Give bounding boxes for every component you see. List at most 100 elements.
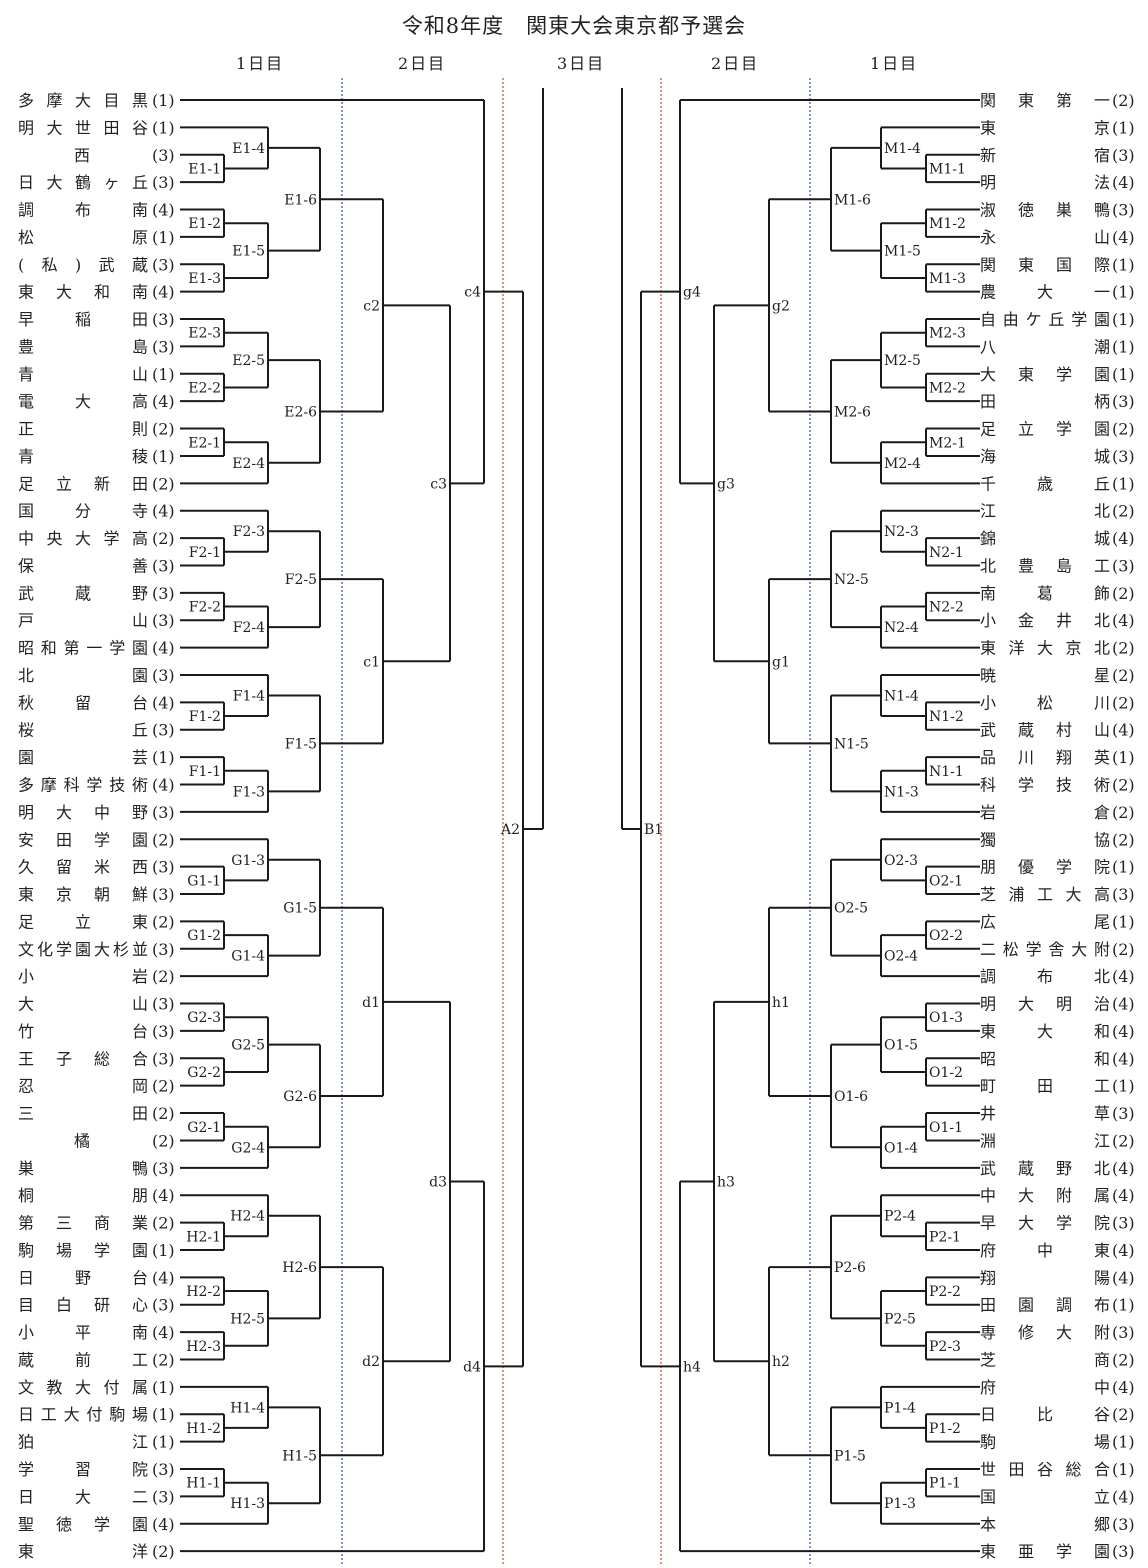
team-name: 目白研心 (18, 1296, 148, 1315)
team-entry: 橘(2) (74, 1131, 175, 1150)
team-entry: 日工大付駒場(1) (18, 1405, 175, 1424)
page-title: 令和8年度 関東大会東京都予選会 (401, 14, 747, 38)
match-label: M2-1 (929, 435, 966, 451)
match-label: P1-5 (834, 1448, 866, 1464)
day-header-right-day2: 2日目 (711, 54, 760, 73)
match-label: E2-5 (232, 353, 265, 369)
team-seed: (2) (1112, 830, 1135, 849)
team-name: 東洋大京北 (980, 639, 1110, 658)
team-entry: 青稜(1) (18, 447, 175, 466)
team-seed: (2) (152, 912, 175, 931)
team-name: 安田学園 (18, 830, 148, 849)
match-label: H1-5 (282, 1448, 317, 1464)
team-seed: (4) (1112, 1159, 1135, 1178)
match-label: E2-6 (284, 404, 317, 420)
team-name: 早稲田 (18, 310, 148, 329)
match-label: g1 (772, 654, 790, 670)
team-name: 大山 (18, 995, 148, 1014)
match-label: F2-1 (189, 545, 221, 561)
team-name: 中央大学高 (18, 529, 148, 548)
match-label: M1-2 (929, 216, 966, 232)
team-name: 田園調布 (980, 1296, 1110, 1315)
match-label: H1-2 (186, 1421, 221, 1437)
team-name: 小松川 (980, 693, 1110, 712)
team-entry: 二松学舎大附(2) (980, 940, 1135, 959)
team-name: 自由ケ丘学園 (980, 310, 1110, 329)
team-entry: 日比谷(2) (980, 1405, 1135, 1424)
team-seed: (2) (152, 830, 175, 849)
team-seed: (2) (1112, 693, 1135, 712)
team-entry: 足立学園(2) (980, 420, 1135, 439)
team-seed: (1) (1112, 748, 1135, 767)
team-name: 多摩科学技術 (18, 776, 148, 795)
team-entry: 東大和南(4) (18, 283, 175, 302)
team-name: 科学技術 (980, 776, 1110, 795)
team-entry: 小松川(2) (980, 693, 1135, 712)
team-entry: 関東第一(2) (980, 91, 1135, 110)
team-seed: (2) (1112, 1405, 1135, 1424)
team-name: 足立東 (18, 912, 148, 931)
team-seed: (3) (152, 173, 175, 192)
match-label: O2-2 (929, 928, 963, 944)
team-entry: 大東学園(1) (980, 365, 1135, 384)
team-entry: 錦城(4) (980, 529, 1135, 548)
team-name: 豊島 (18, 337, 148, 356)
team-entry: 戸山(3) (18, 611, 175, 630)
match-label: G2-2 (187, 1065, 221, 1081)
team-name: 秋留台 (18, 693, 148, 712)
team-entry: 獨協(2) (980, 830, 1135, 849)
team-entry: 第三商業(2) (18, 1214, 175, 1233)
team-name: 早大学院 (980, 1214, 1110, 1233)
match-label: H1-3 (230, 1496, 265, 1512)
team-seed: (1) (152, 1433, 175, 1452)
team-name: 錦城 (980, 529, 1110, 548)
team-seed: (2) (1112, 1131, 1135, 1150)
team-name: 久留米西 (18, 858, 148, 877)
team-seed: (1) (1112, 337, 1135, 356)
team-name: 日比谷 (980, 1405, 1110, 1424)
team-name: 日大二 (18, 1487, 148, 1506)
match-label: G2-5 (231, 1038, 265, 1054)
team-seed: (4) (1112, 721, 1135, 740)
match-label: P2-1 (929, 1229, 961, 1245)
team-entry: 久留米西(3) (18, 858, 175, 877)
team-entry: 世田谷総合(1) (980, 1460, 1135, 1479)
match-label: E1-1 (188, 161, 221, 177)
match-label: c2 (363, 298, 380, 314)
team-entry: 秋留台(4) (18, 693, 175, 712)
team-seed: (4) (152, 201, 175, 220)
team-entry: 巣鴨(3) (18, 1159, 175, 1178)
team-entry: 小金井北(4) (980, 611, 1135, 630)
team-name: 武蔵野 (18, 584, 148, 603)
team-name: 第三商業 (18, 1214, 148, 1233)
team-name: 東京朝鮮 (18, 885, 148, 904)
team-name: 桐朋 (18, 1186, 148, 1205)
team-entry: 豊島(3) (18, 337, 175, 356)
team-name: 芝浦工大高 (980, 885, 1110, 904)
team-name: 日工大付駒場 (18, 1405, 148, 1424)
team-seed: (1) (152, 91, 175, 110)
team-seed: (1) (152, 748, 175, 767)
match-label: H2-2 (186, 1284, 221, 1300)
match-label: H2-4 (230, 1209, 265, 1225)
team-seed: (3) (152, 1159, 175, 1178)
team-name: 日野台 (18, 1268, 148, 1287)
team-seed: (3) (152, 803, 175, 822)
team-entry: 多摩科学技術(4) (18, 776, 175, 795)
match-label: M1-4 (884, 141, 921, 157)
team-name: 淵江 (980, 1131, 1110, 1150)
match-label: M2-4 (884, 456, 921, 472)
team-entry: 芝商(2) (980, 1350, 1135, 1369)
team-entry: 園芸(1) (18, 748, 175, 767)
team-seed: (3) (152, 255, 175, 274)
team-seed: (1) (152, 1405, 175, 1424)
team-entry: 中央大学高(2) (18, 529, 175, 548)
team-seed: (4) (1112, 173, 1135, 192)
team-seed: (4) (1112, 995, 1135, 1014)
match-label: N2-1 (929, 545, 964, 561)
team-seed: (3) (1112, 1104, 1135, 1123)
team-seed: (4) (1112, 1241, 1135, 1260)
team-entry: 北園(3) (18, 666, 175, 685)
team-name: 品川翔英 (980, 748, 1110, 767)
team-entry: 田園調布(1) (980, 1296, 1135, 1315)
